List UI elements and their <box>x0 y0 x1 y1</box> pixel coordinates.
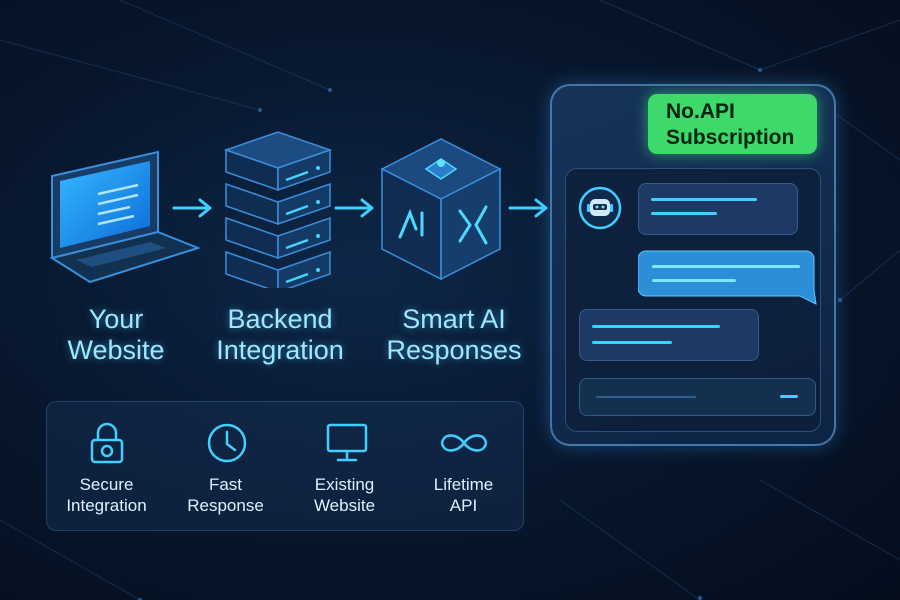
input-placeholder-line <box>596 396 696 398</box>
step-label-line: Smart AI <box>402 304 506 334</box>
arrow-right-icon <box>172 198 212 218</box>
step-label-line: Your <box>88 304 144 334</box>
features-panel: Secure Integration Fast Response Existin… <box>46 401 524 531</box>
feature-label: Secure Integration <box>47 474 166 516</box>
message-text-line <box>592 341 672 344</box>
arrow-right-icon <box>508 198 548 218</box>
message-text-line <box>651 198 757 201</box>
step-label-ai: Smart AI Responses <box>369 304 539 366</box>
message-text-line <box>651 212 717 215</box>
feature-label-line: API <box>449 496 478 515</box>
feature-fast: Fast Response <box>166 402 285 530</box>
feature-label-line: Secure <box>79 475 134 494</box>
monitor-icon <box>326 423 368 462</box>
bot-message-bubble <box>638 183 798 235</box>
step-label-line: Integration <box>216 335 344 365</box>
feature-label: Existing Website <box>285 474 404 516</box>
feature-label: Fast Response <box>166 474 285 516</box>
feature-label-line: Lifetime <box>433 475 494 494</box>
feature-secure: Secure Integration <box>47 402 166 530</box>
step-label-line: Responses <box>386 335 522 365</box>
badge-line: No.API <box>666 100 735 123</box>
badge-line: Subscription <box>666 126 795 149</box>
feature-label-line: Website <box>313 496 376 515</box>
user-message-bubble <box>638 250 817 305</box>
step-label-backend: Backend Integration <box>195 304 365 366</box>
feature-lifetime: Lifetime API <box>404 402 523 530</box>
infinity-icon <box>440 434 488 452</box>
clock-icon <box>207 423 247 463</box>
step-label-line: Backend <box>227 304 333 334</box>
padlock-icon <box>90 422 124 464</box>
laptop-icon <box>49 150 201 284</box>
step-label-line: Website <box>67 335 165 365</box>
no-api-subscription-badge: No.API Subscription <box>648 94 817 154</box>
send-icon[interactable] <box>780 395 798 398</box>
ai-cube-icon <box>380 138 502 281</box>
bot-message-bubble <box>579 309 759 361</box>
feature-existing-website: Existing Website <box>285 402 404 530</box>
feature-label-line: Integration <box>66 496 147 515</box>
step-label-website: Your Website <box>31 304 201 366</box>
feature-label-line: Response <box>187 496 264 515</box>
server-stack-icon <box>223 131 333 288</box>
feature-label-line: Fast <box>208 475 243 494</box>
arrow-right-icon <box>334 198 374 218</box>
message-text-line <box>592 325 720 328</box>
feature-label-line: Existing <box>314 475 375 494</box>
robot-avatar-icon <box>578 186 622 230</box>
feature-label: Lifetime API <box>404 474 523 516</box>
chat-input-field[interactable] <box>579 378 816 416</box>
